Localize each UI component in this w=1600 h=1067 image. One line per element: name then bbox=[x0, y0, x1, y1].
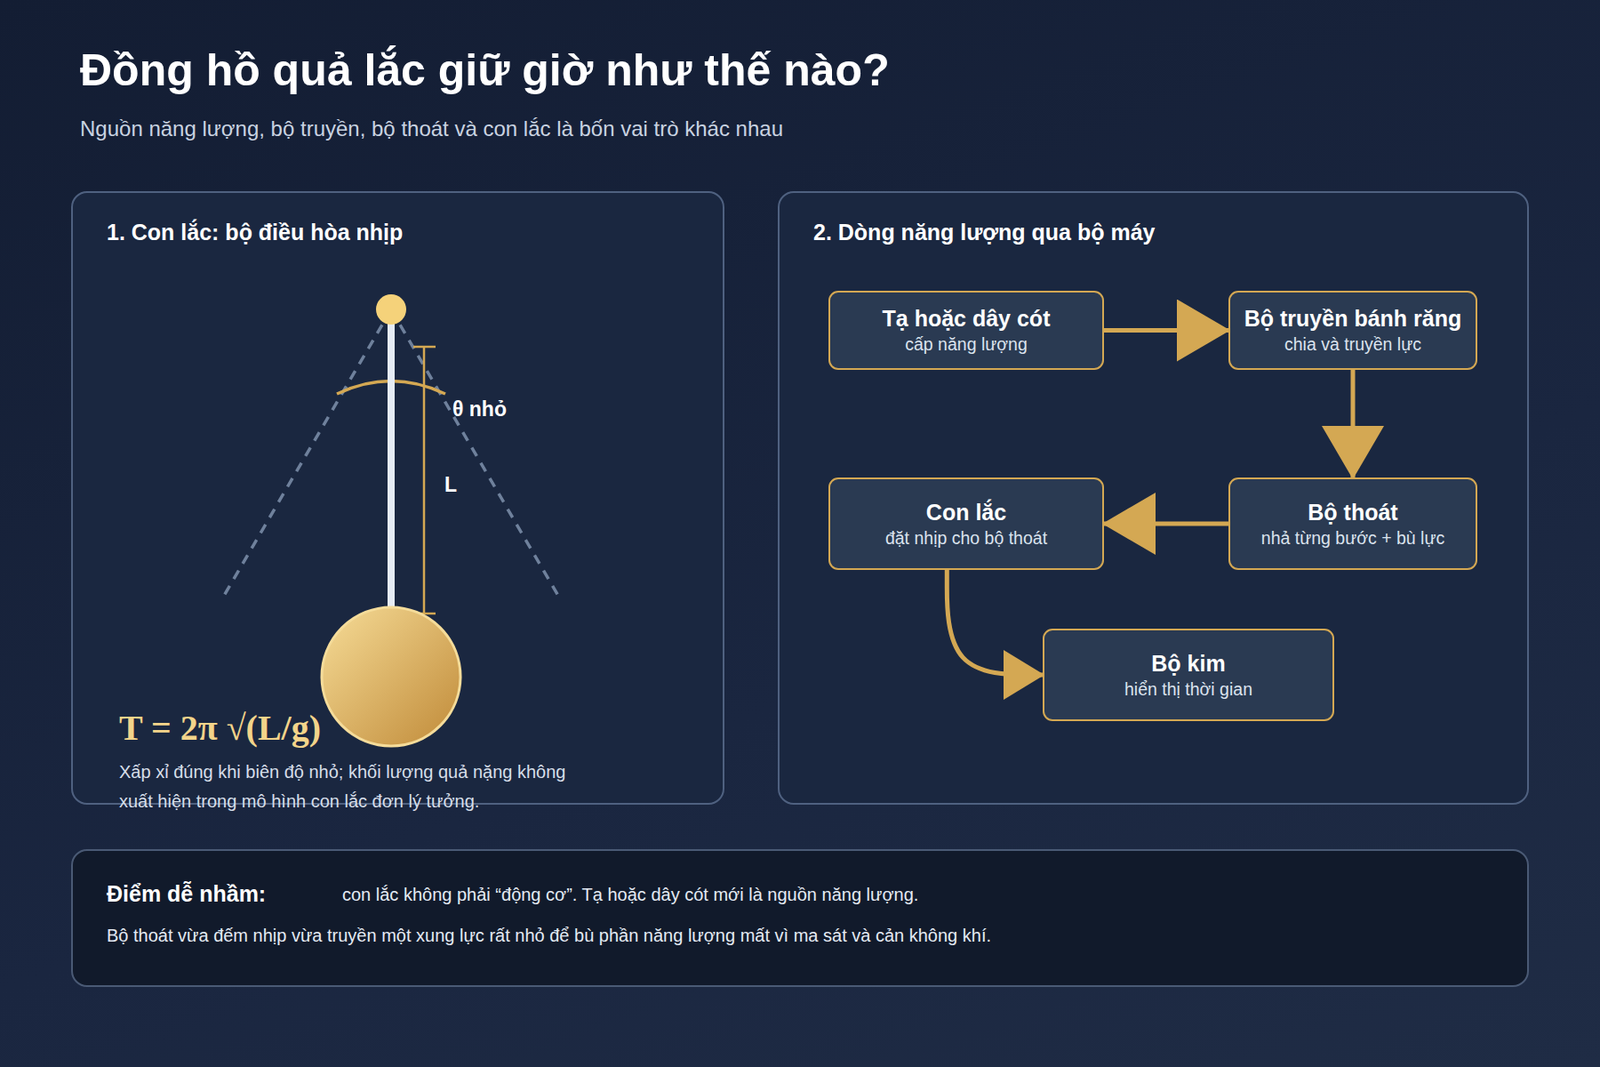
box-title: Tạ hoặc dây cót bbox=[882, 304, 1051, 333]
box-title: Con lắc bbox=[926, 497, 1007, 527]
panel-heading: 2. Dòng năng lượng qua bộ máy bbox=[813, 219, 1156, 246]
diagram-title: Đồng hồ quả lắc giữ giờ như thế nào? bbox=[80, 44, 890, 96]
box-subtitle: chia và truyền lực bbox=[1284, 332, 1422, 357]
formula-note: Xấp xỉ đúng khi biên độ nhỏ; khối lượng … bbox=[119, 757, 582, 816]
note-heading: Điểm dễ nhầm: bbox=[106, 880, 266, 907]
process-box: Bộ kimhiển thị thời gian bbox=[1042, 628, 1335, 721]
box-title: Bộ thoát bbox=[1307, 497, 1398, 527]
process-box: Tạ hoặc dây cótcấp năng lượng bbox=[828, 290, 1104, 370]
note-text: Bộ thoát vừa đếm nhịp vừa truyền một xun… bbox=[106, 925, 992, 946]
length-label: L bbox=[444, 472, 457, 497]
box-subtitle: đặt nhịp cho bộ thoát bbox=[885, 526, 1048, 551]
period-formula: T = 2π √(L/g) bbox=[119, 706, 321, 749]
process-box: Con lắcđặt nhịp cho bộ thoát bbox=[828, 477, 1104, 570]
note-box: Điểm dễ nhầm: con lắc không phải “động cơ… bbox=[71, 848, 1529, 987]
box-title: Bộ truyền bánh răng bbox=[1244, 304, 1462, 333]
box-subtitle: cấp năng lượng bbox=[904, 332, 1028, 357]
box-subtitle: nhả từng bước + bù lực bbox=[1261, 526, 1445, 551]
angle-label: θ nhỏ bbox=[452, 397, 507, 422]
section-panel: 2. Dòng năng lượng qua bộ máy Tạ hoặc dây… bbox=[777, 191, 1529, 805]
process-box: Bộ truyền bánh răngchia và truyền lực bbox=[1228, 290, 1478, 370]
box-subtitle: hiển thị thời gian bbox=[1124, 677, 1253, 702]
process-box: Bộ thoátnhả từng bước + bù lực bbox=[1228, 477, 1478, 570]
panel-heading: 1. Con lắc: bộ điều hòa nhịp bbox=[106, 219, 403, 246]
note-text: con lắc không phải “động cơ”. Tạ hoặc dâ… bbox=[342, 884, 919, 905]
subtitle: Nguồn năng lượng, bộ truyền, bộ thoát và… bbox=[80, 116, 784, 142]
box-title: Bộ kim bbox=[1151, 648, 1225, 678]
